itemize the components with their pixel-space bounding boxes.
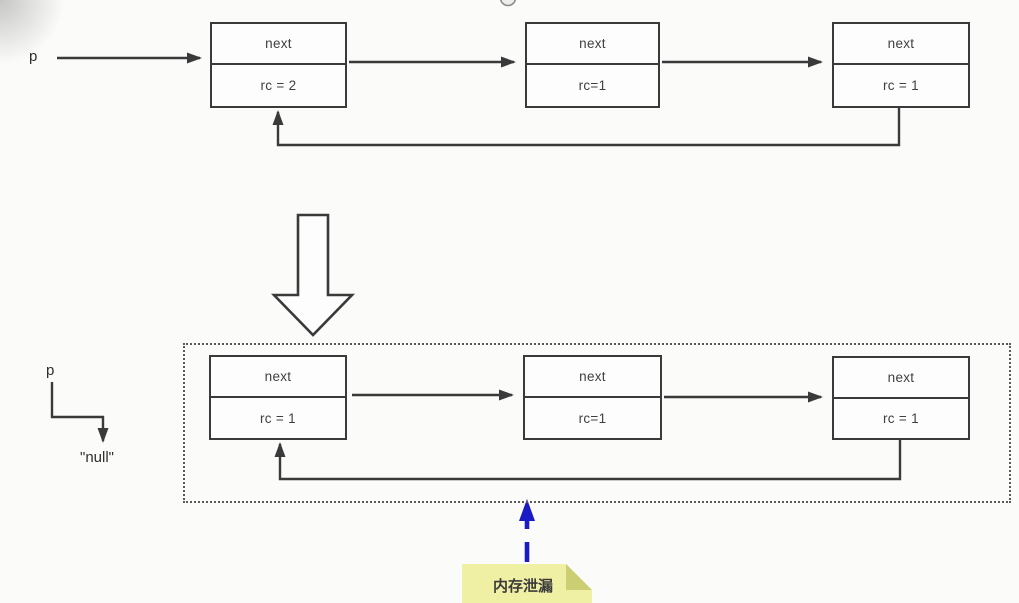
bottom-node-3: next rc = 1: [832, 356, 970, 440]
bottom-loopback-arrow: [274, 440, 902, 481]
bottom-node-2-rc-field: rc=1: [578, 410, 607, 426]
top-node-2: next rc=1: [525, 22, 660, 108]
top-node-1-rc-field: rc = 2: [260, 78, 297, 93]
bottom-pointer-null-arrow: [50, 382, 109, 443]
top-node-2-next-field: next: [527, 24, 658, 65]
bottom-node-1-next-field: next: [211, 357, 345, 398]
null-label: "null": [80, 449, 114, 466]
leaked-memory-dotted-box: [183, 343, 1011, 503]
top-node-2-rc-field: rc=1: [578, 78, 607, 93]
bottom-node-2-next-field: next: [525, 357, 660, 398]
cropped-circle-artifact: [499, 0, 517, 7]
bottom-node-3-next-field: next: [834, 358, 968, 399]
top-node-1-next-field: next: [212, 24, 345, 65]
memory-leak-note: 内存泄漏: [462, 564, 592, 603]
top-pointer-label: p: [29, 48, 38, 65]
top-node-3-rc-field: rc = 1: [883, 78, 919, 93]
bottom-node-3-rc-field: rc = 1: [883, 411, 919, 426]
top-loopback-arrow: [272, 108, 901, 147]
bottom-node-2: next rc=1: [523, 355, 662, 440]
bottom-node-1: next rc = 1: [209, 355, 347, 440]
bottom-node-1-rc-field: rc = 1: [260, 410, 296, 426]
top-node-3-next-field: next: [834, 24, 968, 65]
top-node-3: next rc = 1: [832, 22, 970, 108]
leak-arrow-icon: [519, 499, 535, 562]
top-node-1: next rc = 2: [210, 22, 347, 108]
big-down-arrow-icon: [270, 213, 356, 337]
note-label: 内存泄漏: [492, 578, 553, 595]
bottom-pointer-label: p: [46, 362, 55, 379]
